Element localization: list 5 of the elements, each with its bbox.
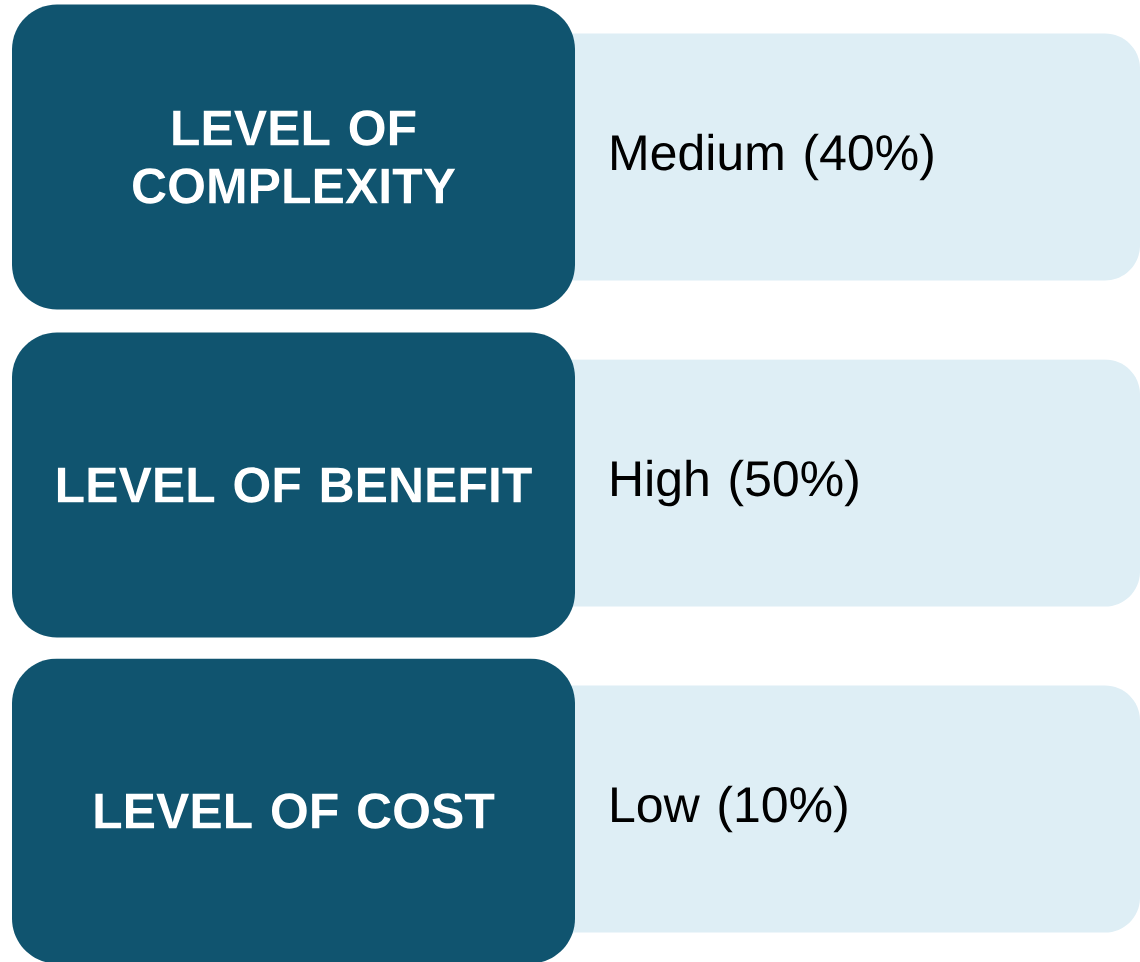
header-box: LEVEL OF COMPLEXITY <box>12 4 575 310</box>
value-box: Medium (40%) <box>516 33 1140 281</box>
header-box: LEVEL OF BENEFIT <box>12 332 575 638</box>
header-box: LEVEL OF COST <box>12 658 575 962</box>
value-box: Low (10%) <box>516 685 1140 933</box>
